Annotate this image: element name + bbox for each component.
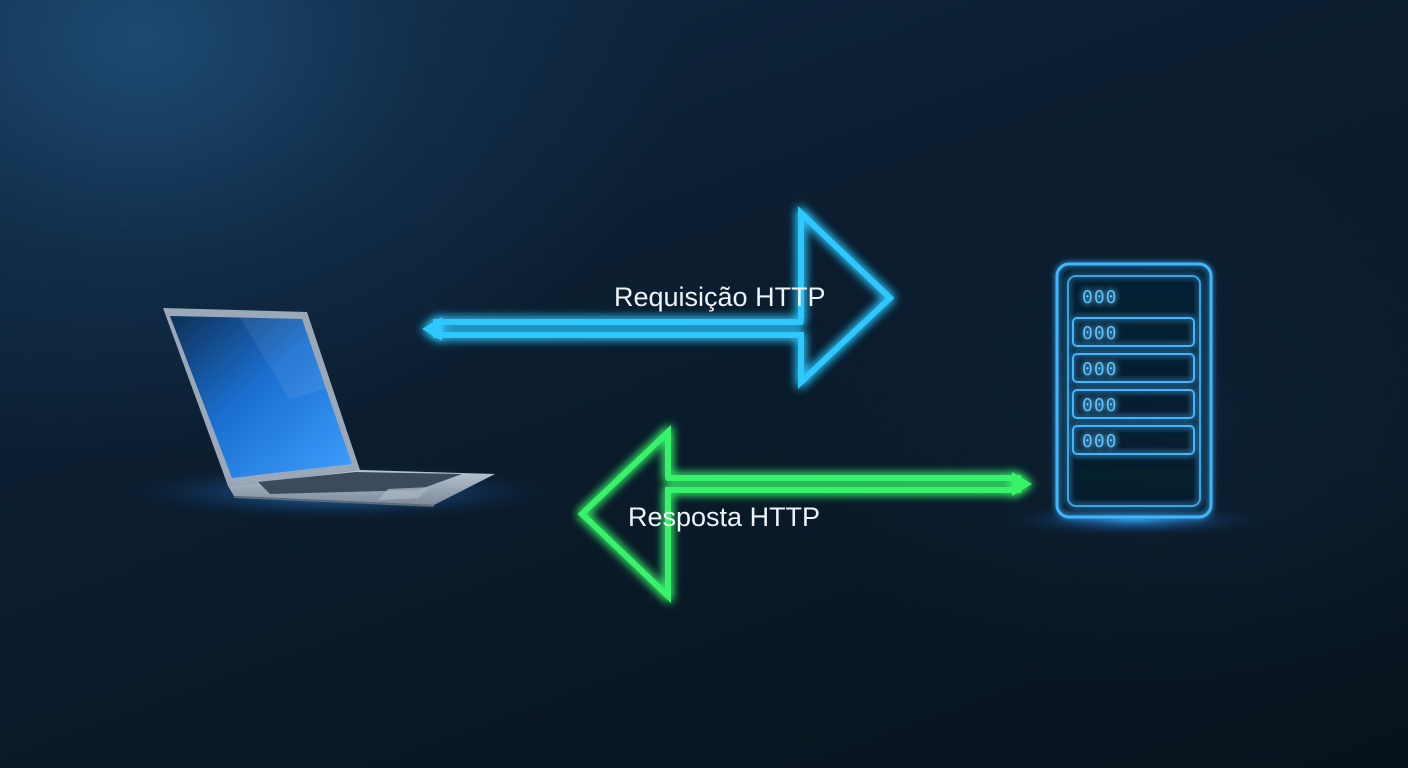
response-tail-tip	[1012, 472, 1032, 496]
request-tail-tip	[422, 317, 442, 341]
response-arrow	[577, 424, 1032, 604]
laptop-trackpad	[378, 487, 430, 500]
laptop-front-edge	[233, 496, 435, 507]
request-label: Requisição HTTP	[614, 282, 826, 312]
server-slot-5: 000	[1072, 425, 1195, 455]
request-arrow	[422, 205, 895, 389]
server-inner-frame	[1067, 275, 1201, 507]
response-label: Resposta HTTP	[628, 502, 820, 532]
server-slot-indicator: 000	[1082, 323, 1118, 344]
server-slot-1: 000	[1082, 287, 1118, 308]
laptop-screen	[170, 316, 352, 478]
server-slot-4: 000	[1072, 389, 1195, 419]
server-slot-2: 000	[1072, 317, 1195, 347]
server-rack-icon: 000 000 000 000 000	[994, 262, 1274, 538]
server-slot-3: 000	[1072, 353, 1195, 383]
server-slot-indicator: 000	[1082, 287, 1118, 308]
server-slot-indicator: 000	[1082, 395, 1118, 416]
server-slot-indicator: 000	[1082, 431, 1118, 452]
laptop-icon	[110, 308, 570, 522]
server-slot-indicator: 000	[1082, 359, 1118, 380]
laptop-screen-reflection	[240, 318, 326, 400]
